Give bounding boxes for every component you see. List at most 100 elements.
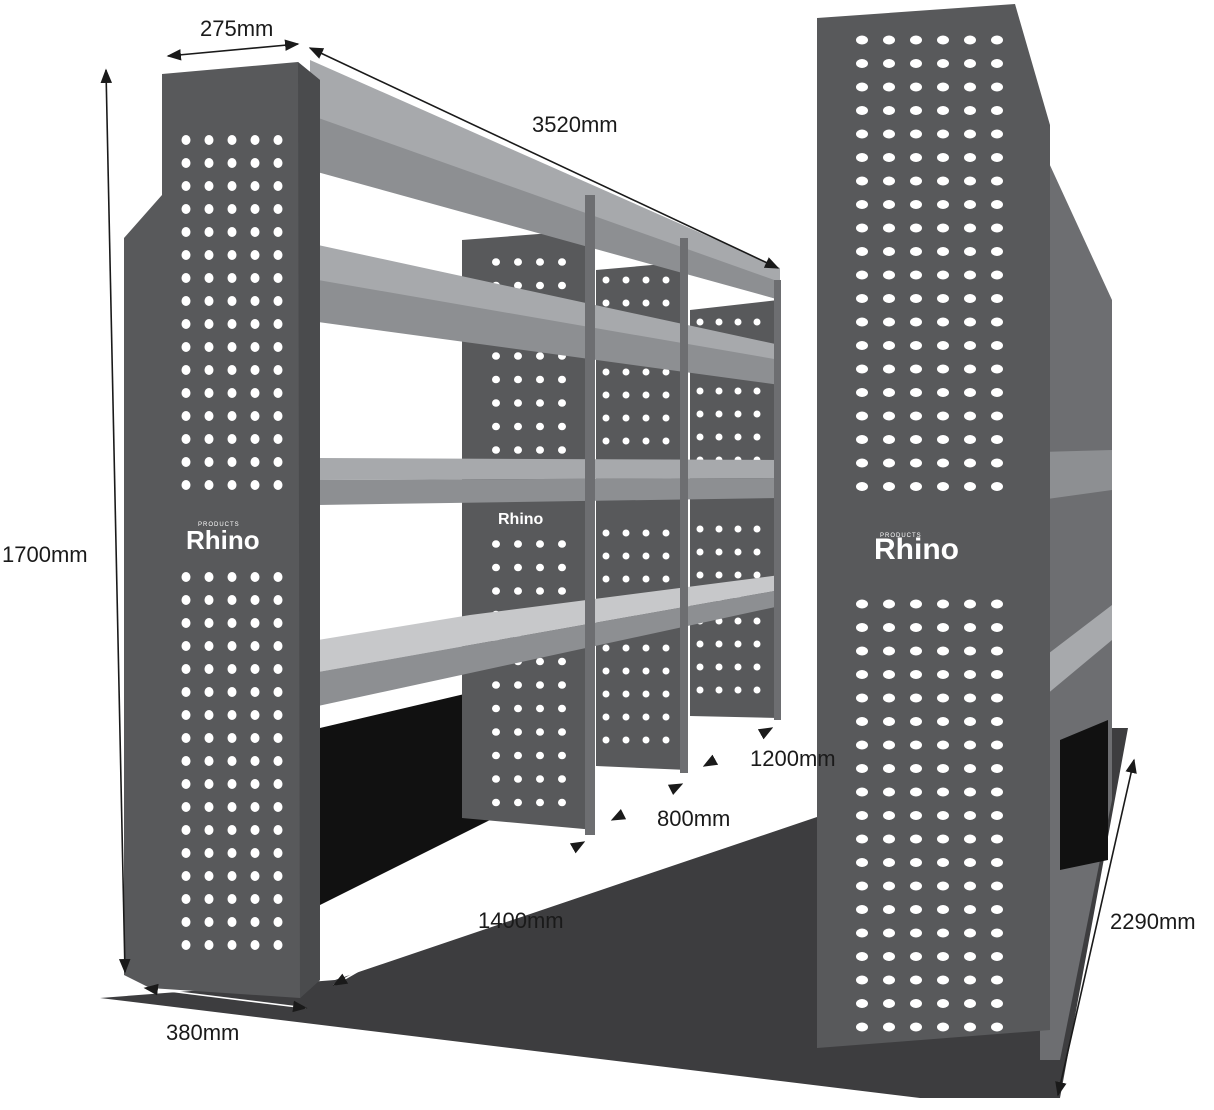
perforation-hole [991,435,1003,444]
perforation-hole [250,756,260,766]
perforation-hole [991,1022,1003,1032]
perforation-hole [273,733,283,743]
perforation-hole [937,35,949,45]
perforation-hole [227,227,237,237]
divider-3 [774,280,781,720]
perforation-hole [227,940,237,950]
perforation-hole [273,710,283,720]
perforation-hole [250,480,260,490]
perforation-hole [642,644,650,652]
perforation-hole [273,158,283,168]
perforation-hole [883,811,895,820]
perforation-hole [273,618,283,628]
perforation-hole [250,664,260,674]
perforation-hole [991,341,1003,350]
perforation-hole [273,457,283,467]
perforation-hole [204,158,214,168]
perforation-hole [642,368,650,376]
perforation-hole [937,341,949,350]
perforation-hole [642,575,650,583]
perforation-hole [250,871,260,881]
perforation-hole [883,82,895,92]
perforation-hole [753,640,761,648]
perforation-hole [964,693,976,703]
perforation-hole [964,435,976,444]
perforation-hole [622,736,630,744]
perforation-hole [910,247,922,256]
perforation-hole [536,563,544,572]
dim-line-depth-top [166,39,300,61]
perforation-hole [181,710,191,720]
perforation-hole [181,480,191,490]
perforation-hole [734,663,742,671]
perforation-hole [250,411,260,421]
perforation-hole [273,135,283,145]
perforation-hole [883,411,895,421]
perforation-hole [991,905,1003,914]
perforation-hole [250,365,260,375]
perforation-hole [642,552,650,560]
perforation-hole [536,446,544,454]
perforation-hole [910,646,922,656]
perforation-hole [856,858,868,867]
perforation-hole [883,670,895,679]
perforation-hole [536,422,544,431]
perforation-hole [937,176,949,186]
dim-line-length [308,47,780,269]
shelf-2 [318,245,780,385]
svg-text:PRODUCTS: PRODUCTS [198,522,240,528]
perforation-hole [991,153,1003,162]
perforation-hole [883,599,895,609]
perforation-hole [622,713,630,721]
label-depth-top: 275mm [200,16,273,41]
perforation-hole [883,458,895,468]
perforation-hole [250,319,260,329]
perforation-hole [883,106,895,115]
perforation-hole [273,181,283,191]
rhino-logo-bay: Rhino [498,511,544,528]
left-end-panel [124,62,320,998]
perforation-hole [602,552,610,560]
perforation-hole [937,59,949,68]
perforation-hole [227,411,237,421]
perforation-hole [204,135,214,145]
perforation-hole [558,281,566,290]
perforation-hole [856,623,868,632]
perforation-hole [514,281,522,290]
perforation-hole [602,667,610,675]
perforation-hole [937,106,949,115]
perforation-hole [602,529,610,537]
perforation-hole [937,435,949,444]
perforation-hole [937,599,949,609]
perforation-hole [227,572,237,582]
perforation-hole [662,667,670,675]
perforation-hole [273,917,283,927]
perforation-hole [204,250,214,260]
perforation-hole [910,811,922,820]
perforation-hole [964,999,976,1008]
perforation-hole [734,410,742,418]
perforation-hole [856,764,868,773]
perforation-hole [181,388,191,398]
perforation-hole [492,399,500,407]
perforation-hole [227,595,237,605]
perforation-hole [964,129,976,139]
perforation-hole [910,458,922,468]
perforation-hole [964,223,976,233]
perforation-hole [181,802,191,812]
perforation-hole [937,952,949,961]
perforation-hole [991,35,1003,45]
dim-line-bay-2 [610,783,684,821]
perforation-hole [204,434,214,444]
perforation-hole [492,704,500,713]
perforation-hole [250,848,260,858]
perforation-hole [514,798,522,807]
perforation-hole [492,352,500,360]
perforation-hole [558,728,566,736]
perforation-hole [734,387,742,395]
perforation-hole [964,364,976,374]
right-end-panel [817,4,1050,1048]
perforation-hole [696,548,704,556]
perforation-hole [273,595,283,605]
rhino-logo-right: PRODUCTS Rhino [874,533,959,566]
